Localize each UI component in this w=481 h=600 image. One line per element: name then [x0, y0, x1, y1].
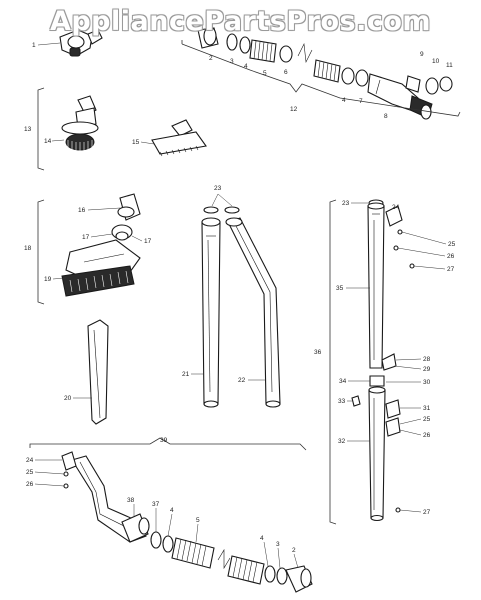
- label-23-wands: 23: [214, 185, 222, 192]
- straight-wand-21: [201, 206, 221, 408]
- part-27-screw-lower: [395, 507, 401, 513]
- part-2-cuff: [197, 26, 219, 49]
- label-33: 33: [338, 398, 346, 405]
- part-9-clip: [405, 75, 421, 93]
- label-2-hose: 2: [292, 547, 296, 554]
- label-37: 37: [152, 501, 160, 508]
- part-34-joint: [369, 375, 385, 387]
- label-24: 24: [392, 204, 400, 211]
- label-7: 7: [359, 98, 363, 105]
- label-30: 30: [423, 379, 431, 386]
- label-5-hose: 5: [196, 517, 200, 524]
- label-17-right: 17: [144, 238, 152, 245]
- label-23-assembly: 23: [342, 200, 350, 207]
- label-25: 25: [448, 241, 456, 248]
- part-24-clip-hose: [61, 451, 77, 471]
- label-27-lower: 27: [423, 509, 431, 516]
- label-26-hose: 26: [26, 481, 34, 488]
- label-5: 5: [263, 70, 267, 77]
- part-25-screw: [397, 229, 403, 235]
- label-4: 4: [244, 63, 248, 70]
- hose-assembly-39: [29, 437, 313, 593]
- label-24-hose: 24: [26, 457, 34, 464]
- label-22: 22: [238, 377, 246, 384]
- label-32-lower: 32: [338, 438, 346, 445]
- label-17-left: 17: [82, 234, 90, 241]
- label-4-far-hose: 4: [260, 535, 264, 542]
- part-28-clip: [381, 353, 397, 371]
- label-9: 9: [420, 51, 424, 58]
- label-25-hose: 25: [26, 469, 34, 476]
- label-2: 2: [209, 55, 213, 62]
- dusting-brush-13: [37, 87, 99, 171]
- label-8: 8: [384, 113, 388, 120]
- label-10: 10: [432, 58, 440, 65]
- brace-13: [37, 87, 45, 171]
- hose-assembly-12: [59, 26, 461, 120]
- label-26: 26: [447, 253, 455, 260]
- part-4-ring-far: [341, 67, 355, 85]
- label-12: 12: [290, 106, 298, 113]
- part-5-hose-end: [249, 39, 277, 63]
- brace-18: [37, 199, 45, 305]
- label-4-far: 4: [342, 97, 346, 104]
- label-39: 39: [160, 437, 168, 444]
- part-31-clip: [385, 399, 401, 419]
- label-28: 28: [423, 356, 431, 363]
- label-35: 35: [336, 285, 344, 292]
- label-25-lower: 25: [423, 416, 431, 423]
- part-8-handle: [367, 73, 433, 120]
- label-4-hose: 4: [170, 507, 174, 514]
- label-27: 27: [447, 266, 455, 273]
- label-16: 16: [78, 207, 86, 214]
- part-27-screw: [409, 263, 415, 269]
- label-1: 1: [32, 42, 36, 49]
- label-34: 34: [339, 378, 347, 385]
- floor-brush-18: [37, 193, 141, 305]
- label-13: 13: [24, 126, 32, 133]
- wand-assembly-36: [329, 199, 415, 525]
- label-19: 19: [44, 276, 52, 283]
- label-20: 20: [64, 395, 72, 402]
- curved-wand-22: [224, 206, 281, 408]
- label-26-lower: 26: [423, 432, 431, 439]
- part-26-screw: [393, 245, 399, 251]
- part-6-clamp: [279, 45, 293, 63]
- part-7-ring: [355, 69, 369, 87]
- label-15: 15: [132, 139, 140, 146]
- crevice-tool-20: [87, 319, 109, 425]
- part-24-clip: [385, 205, 403, 227]
- part-5-hose-far: [313, 59, 341, 83]
- brace-36: [329, 199, 337, 525]
- part-1-swivel: [59, 29, 103, 57]
- label-3: 3: [230, 58, 234, 65]
- label-31: 31: [423, 405, 431, 412]
- part-33-button: [351, 395, 361, 407]
- label-21: 21: [182, 371, 190, 378]
- part-4-ring: [239, 36, 251, 54]
- brace-39: [29, 437, 307, 451]
- part-25-clip-lower: [385, 417, 401, 437]
- label-36: 36: [314, 349, 322, 356]
- label-18: 18: [24, 245, 32, 252]
- upholstery-tool-15: [151, 119, 207, 157]
- part-3-ring: [226, 33, 238, 51]
- label-6: 6: [284, 69, 288, 76]
- label-3-hose: 3: [276, 541, 280, 548]
- part-11-ring: [439, 76, 453, 92]
- label-14: 14: [44, 138, 52, 145]
- label-11: 11: [446, 62, 453, 69]
- label-38: 38: [127, 497, 135, 504]
- part-10-ring: [425, 77, 439, 95]
- brace-12: [181, 40, 461, 117]
- label-29: 29: [423, 366, 431, 373]
